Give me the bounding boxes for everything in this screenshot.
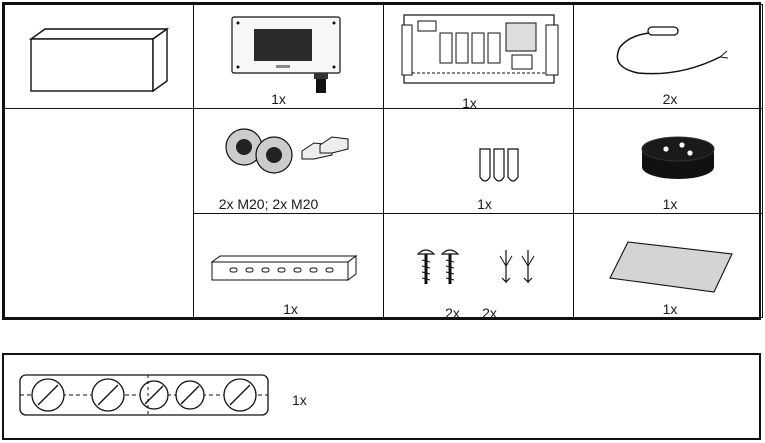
display-controller-icon xyxy=(230,15,350,97)
knockout-plate-section: 1x xyxy=(2,353,761,440)
qty-label: 2x xyxy=(578,91,762,107)
cell-empty xyxy=(4,108,194,318)
qty-label: 1x xyxy=(193,91,383,107)
qty-label: 1x xyxy=(292,392,307,408)
fuse-tubes-icon xyxy=(478,147,524,187)
din-rail-icon xyxy=(208,252,358,288)
screws-icon xyxy=(414,246,470,290)
rubber-grommet-icon xyxy=(640,135,720,183)
sheet-icon xyxy=(608,238,738,296)
qty-label: 1x xyxy=(198,301,383,317)
qty-label: 1x xyxy=(578,196,762,212)
qty-label: 1x xyxy=(578,301,762,317)
cell-din-rail: 1x xyxy=(193,213,384,318)
qty-label: 2x xyxy=(406,305,573,318)
qty-label: 1x xyxy=(396,196,573,212)
cell-cable-glands: 2x M20; 2x M20 xyxy=(193,108,384,214)
qty-label: 2x M20; 2x M20 xyxy=(193,196,383,212)
qty-label: 1x xyxy=(383,95,573,109)
box-icon xyxy=(27,27,172,97)
cell-sheet: 1x xyxy=(573,213,763,318)
cell-rubber-grommet: 1x xyxy=(573,108,763,214)
temperature-sensor-icon xyxy=(610,25,730,85)
circuit-board-icon xyxy=(402,11,562,91)
cell-circuit-board: 1x xyxy=(383,4,574,109)
cell-fixings: 2x 2x xyxy=(383,213,574,318)
wall-plugs-icon xyxy=(496,248,546,290)
cell-temperature-sensor: 2x xyxy=(573,4,763,109)
cell-display-controller: 1x xyxy=(193,4,384,109)
cell-fuse-tubes: 1x xyxy=(383,108,574,214)
knockout-plate-icon xyxy=(18,371,272,419)
package-contents-grid: 1x 1x 2x xyxy=(2,2,761,320)
cable-glands-icon xyxy=(222,123,362,183)
cell-box xyxy=(4,4,194,109)
